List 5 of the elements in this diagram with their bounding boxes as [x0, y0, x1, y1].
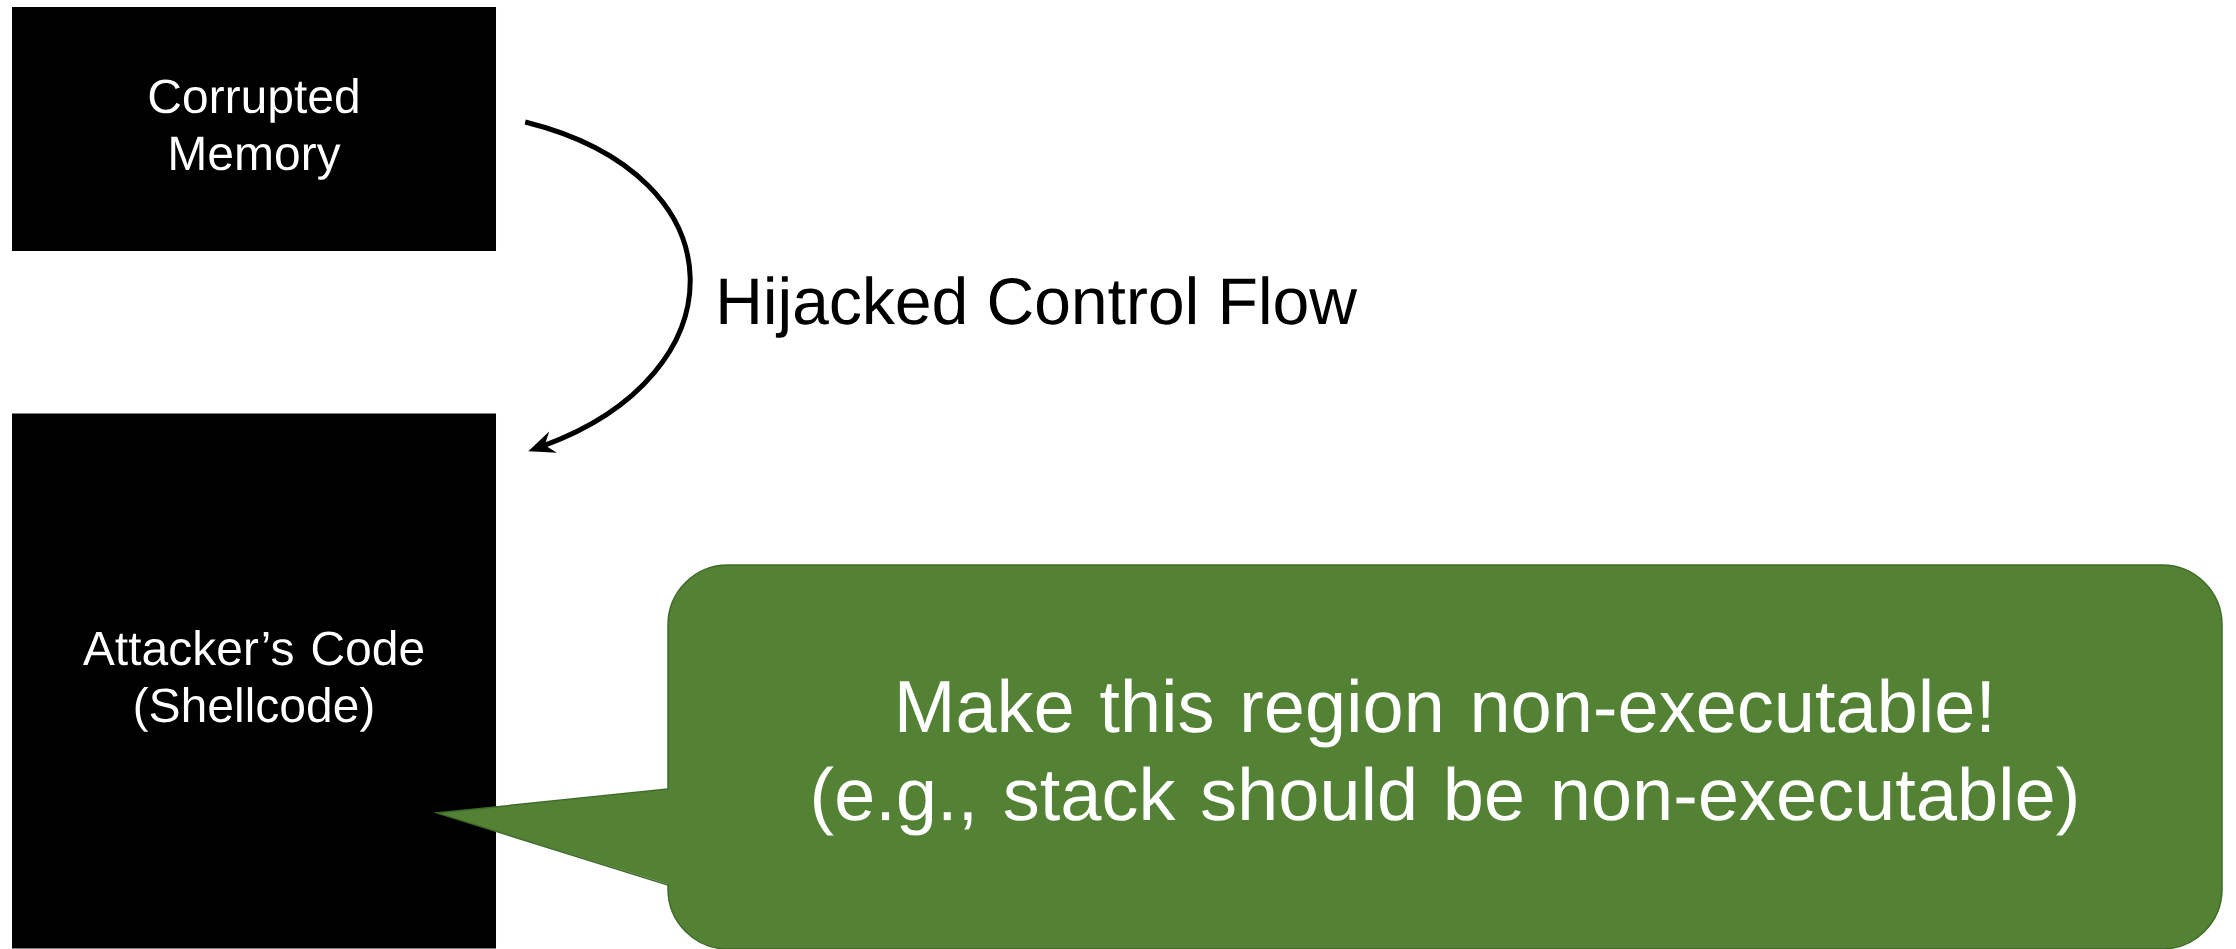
callout-bubble: Make this region non-executable! (e.g., stack should be non-executable) [433, 564, 2223, 949]
curved-arrow [524, 119, 693, 453]
memory-block: Attacker’s Code (Shellcode) [12, 413, 496, 949]
edge-label: Hijacked Control Flow [720, 276, 1358, 338]
memory-block: Corrupted Memory [12, 7, 496, 251]
